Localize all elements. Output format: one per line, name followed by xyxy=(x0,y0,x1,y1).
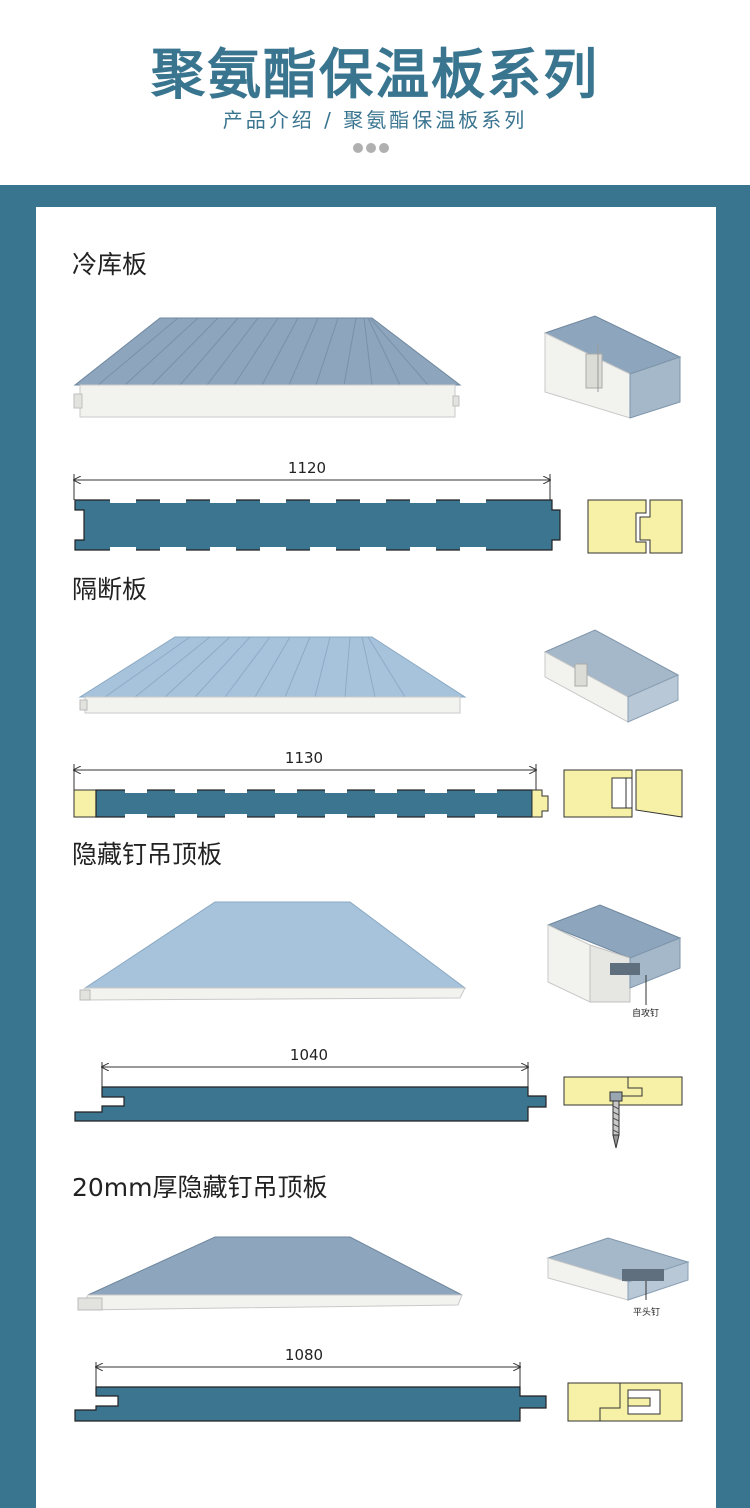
hidden-nail-ceiling-joint-3d: 自攻钉 xyxy=(546,904,682,1019)
section-title-20mm-ceiling: 20mm厚隐藏钉吊顶板 xyxy=(72,1173,328,1202)
dimension-label: 1120 xyxy=(288,459,326,477)
page-header: 聚氨酯保温板系列 产品介绍 / 聚氨酯保温板系列 xyxy=(0,0,750,185)
dimension-label: 1080 xyxy=(285,1346,323,1364)
partition-joint-section xyxy=(563,769,683,818)
hidden-nail-ceiling-section xyxy=(74,1086,547,1122)
hidden-nail-ceiling-panel-3d xyxy=(79,901,467,1001)
dimension-label: 1130 xyxy=(285,749,323,767)
hidden-nail-ceiling-joint-section xyxy=(563,1076,683,1149)
partition-panel-3d xyxy=(78,636,467,714)
page-title: 聚氨酯保温板系列 xyxy=(151,43,599,106)
cold-storage-joint-3d xyxy=(543,315,682,419)
dot-icon xyxy=(366,143,376,153)
section-title-partition: 隔断板 xyxy=(72,575,148,604)
dimension-label: 1040 xyxy=(290,1046,328,1064)
partition-dimension: 1130 xyxy=(74,749,536,790)
partition-section xyxy=(73,789,549,818)
cold-storage-panel-3d xyxy=(73,317,462,418)
dot-icon xyxy=(353,143,363,153)
cold-storage-dimension: 1120 xyxy=(74,459,550,500)
20mm-ceiling-joint-section xyxy=(567,1382,683,1422)
section-title-cold-storage: 冷库板 xyxy=(72,250,148,279)
20mm-ceiling-section xyxy=(74,1386,547,1422)
fastener-note: 平头钉 xyxy=(633,1307,660,1318)
decorative-dots xyxy=(353,138,392,153)
cold-storage-section xyxy=(74,499,561,551)
dot-icon xyxy=(379,143,389,153)
cold-storage-joint-section xyxy=(587,499,683,554)
section-title-hidden-nail-ceiling: 隐藏钉吊顶板 xyxy=(72,840,223,869)
page-subtitle: 产品介绍 / 聚氨酯保温板系列 xyxy=(222,108,528,132)
partition-joint-3d xyxy=(543,629,680,723)
20mm-ceiling-panel-3d xyxy=(77,1236,463,1311)
fastener-note: 自攻钉 xyxy=(632,1007,659,1019)
hidden-nail-ceiling-dimension: 1040 xyxy=(102,1046,528,1096)
20mm-ceiling-joint-3d: 平头钉 xyxy=(546,1237,690,1318)
